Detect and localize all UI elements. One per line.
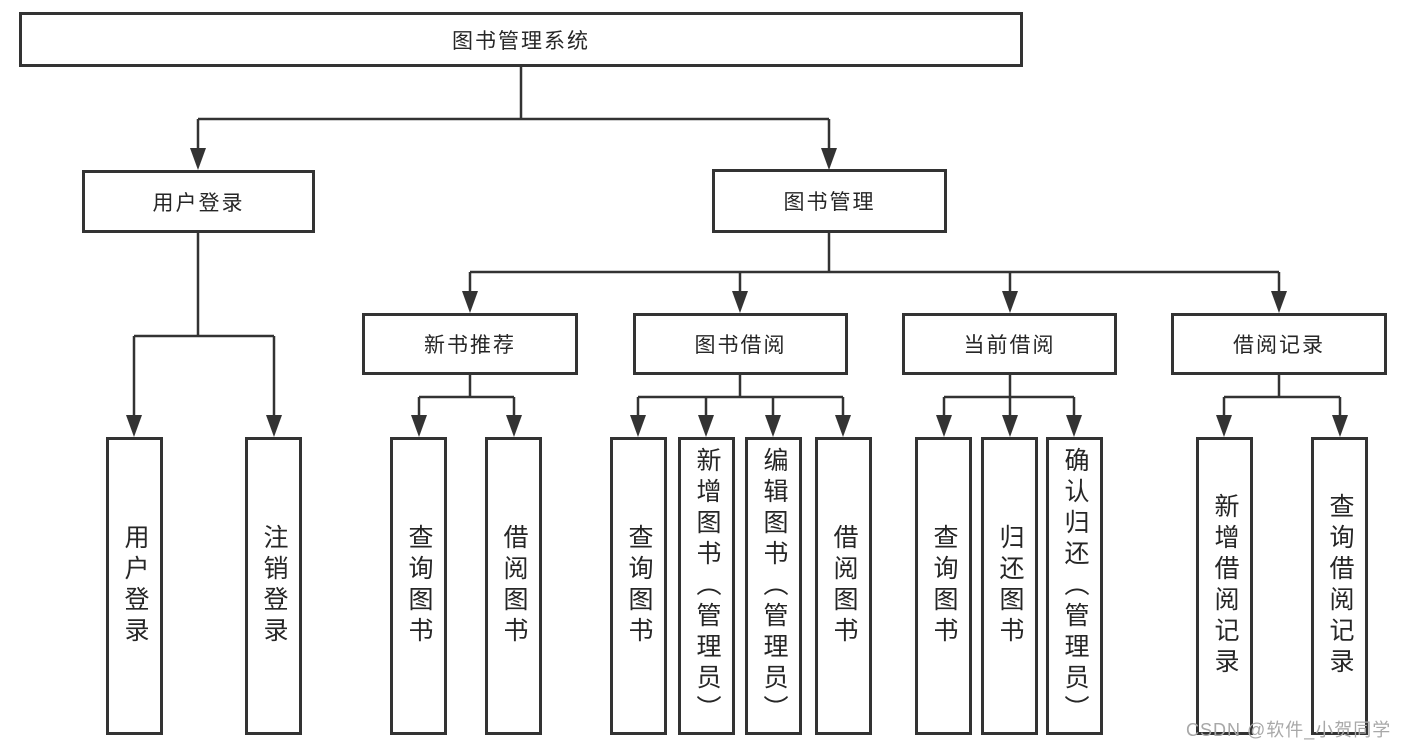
leaf-return-books: 归还图书	[981, 437, 1038, 735]
node-label: 图书借阅	[694, 334, 787, 357]
leaf-add-books-admin: 新增图书（管理员）	[678, 437, 735, 735]
node-label: 当前借阅	[963, 334, 1056, 357]
node-label: 借阅图书	[500, 524, 528, 648]
node-book-borrowing: 图书借阅	[633, 313, 848, 375]
arrow-down-icons	[126, 148, 1348, 437]
node-label: 新增图书（管理员）	[693, 446, 721, 726]
leaf-add-borrow-record: 新增借阅记录	[1196, 437, 1253, 735]
node-label: 查询借阅记录	[1326, 493, 1354, 679]
node-label: 用户登录	[152, 191, 245, 215]
node-user-login: 用户登录	[82, 170, 315, 233]
leaf-confirm-return-admin: 确认归还（管理员）	[1046, 437, 1103, 735]
node-borrowing-records: 借阅记录	[1171, 313, 1387, 375]
leaf-query-books-2: 查询图书	[610, 437, 667, 735]
node-label: 新书推荐	[424, 334, 516, 357]
leaf-user-login: 用户登录	[106, 437, 163, 735]
leaf-query-books: 查询图书	[390, 437, 447, 735]
leaf-edit-books-admin: 编辑图书（管理员）	[745, 437, 802, 735]
csdn-watermark: CSDN @软件_小贺同学	[1186, 720, 1392, 740]
node-label: 注销登录	[260, 524, 288, 648]
node-new-book-recommend: 新书推荐	[362, 313, 578, 375]
node-label: 查询图书	[405, 524, 433, 648]
leaf-borrow-books: 借阅图书	[485, 437, 542, 735]
node-label: 查询图书	[930, 524, 958, 648]
node-label: 新增借阅记录	[1211, 493, 1239, 679]
node-label: 查询图书	[625, 524, 653, 648]
leaf-query-borrow-record: 查询借阅记录	[1311, 437, 1368, 735]
node-label: 图书管理	[783, 191, 876, 214]
leaf-borrow-books-2: 借阅图书	[815, 437, 872, 735]
node-label: 借阅图书	[830, 524, 858, 648]
node-label: 编辑图书（管理员）	[760, 446, 788, 726]
node-label: 确认归还（管理员）	[1061, 446, 1089, 726]
node-book-management: 图书管理	[712, 169, 947, 233]
leaf-query-books-3: 查询图书	[915, 437, 972, 735]
leaf-logout: 注销登录	[245, 437, 302, 735]
node-label: 用户登录	[121, 524, 149, 648]
node-library-management-system: 图书管理系统	[19, 12, 1023, 67]
node-label: 归还图书	[996, 524, 1024, 648]
node-label: 图书管理系统	[452, 29, 590, 53]
tree-edges	[132, 67, 1342, 419]
node-label: 借阅记录	[1233, 334, 1325, 357]
node-current-borrowing: 当前借阅	[902, 313, 1117, 375]
